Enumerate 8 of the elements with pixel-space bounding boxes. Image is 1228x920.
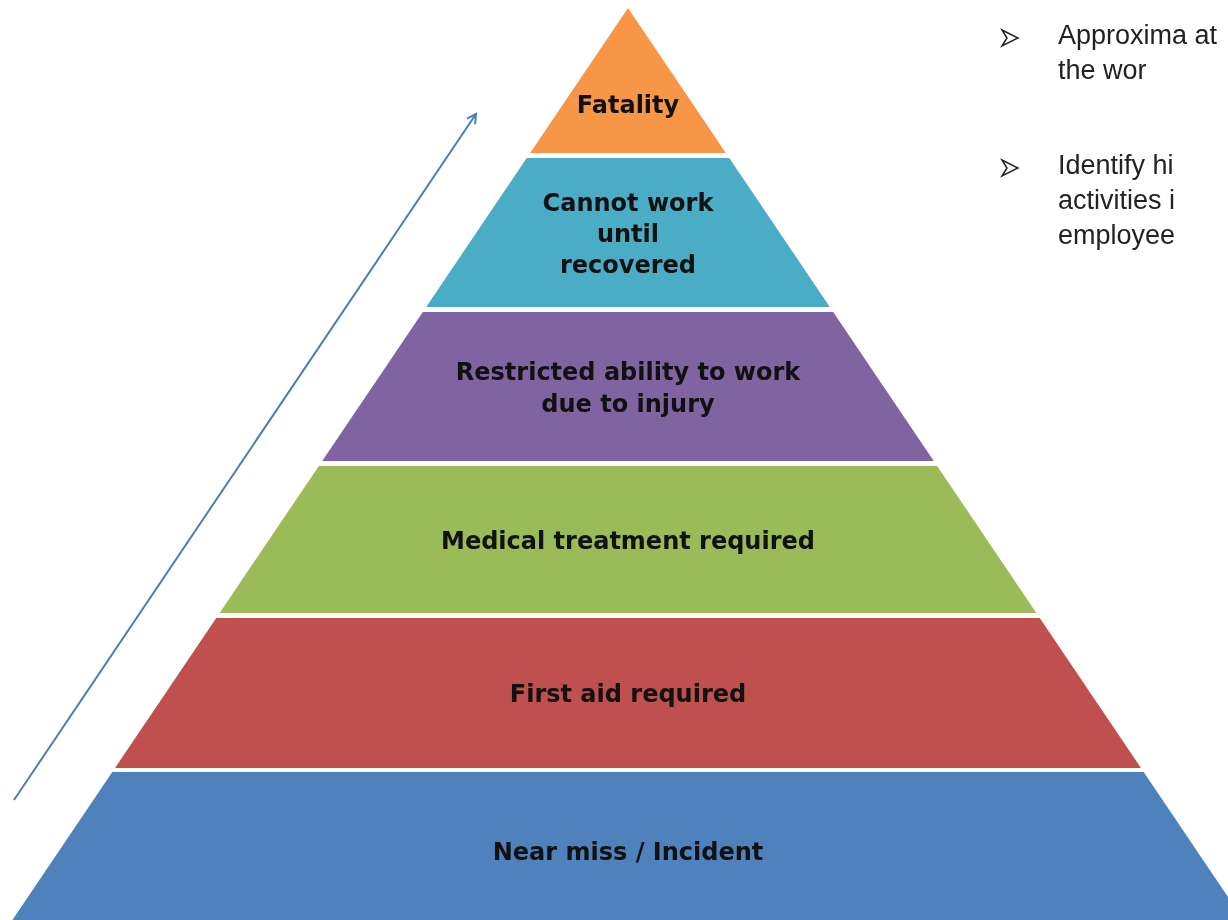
bullet-text: Identify hi activities i employee <box>1058 149 1177 253</box>
tier-label: Restricted ability to work due to injury <box>454 357 802 420</box>
tier-label: Cannot work until recovered <box>541 187 715 282</box>
tier-label: Medical treatment required <box>441 525 815 557</box>
bullet-text: Approxima at the wor <box>1058 19 1219 88</box>
tier-label: Fatality <box>576 90 680 122</box>
tier-label: First aid required <box>509 679 747 711</box>
tier-label: Near miss / Incident <box>492 837 764 869</box>
